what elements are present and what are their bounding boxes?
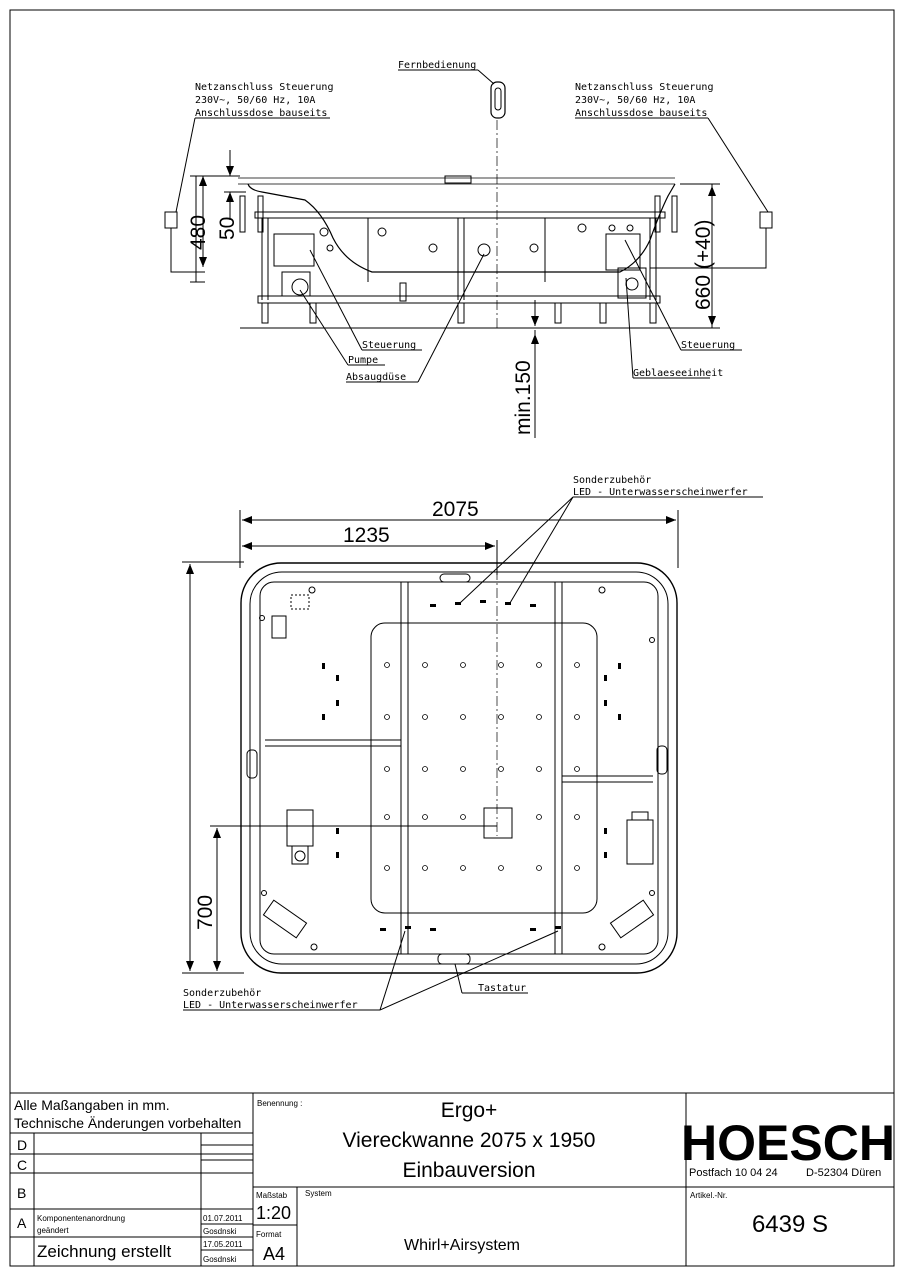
- led-lamp-left: [262, 899, 308, 939]
- dim-min150: min.150: [512, 360, 535, 435]
- dim-700: 700: [194, 895, 217, 930]
- benennung-label: Benennung :: [257, 1099, 302, 1108]
- rev-a: A: [17, 1215, 27, 1231]
- dim-480: 480: [187, 215, 210, 250]
- handle-right: [656, 745, 668, 775]
- led-lamp-right: [609, 899, 655, 939]
- tub-outline: [240, 562, 678, 974]
- drawing-frame: [9, 9, 895, 1267]
- scale-label: Maßstab: [256, 1191, 288, 1200]
- rev-b: B: [17, 1185, 26, 1201]
- pump-icon: [291, 278, 309, 296]
- rev-a-text1: Komponentenanordnung: [37, 1214, 125, 1223]
- air-nozzles: [384, 662, 580, 871]
- control-right-label: Steuerung: [681, 340, 735, 351]
- title-name2: Viereckwanne 2075 x 1950: [343, 1129, 596, 1152]
- pump-plan-icon: [286, 809, 314, 865]
- socket-right-icon: [759, 211, 773, 229]
- accessory-top-line2: LED - Unterwasserscheinwerfer: [573, 487, 748, 498]
- blower-unit-icon: [617, 267, 647, 299]
- created-label: Zeichnung erstellt: [37, 1242, 171, 1261]
- remote-control-icon: [490, 81, 506, 119]
- rev-c: C: [17, 1157, 27, 1173]
- tub-basin: [370, 622, 598, 914]
- top-view: Sonderzubehör LED - Unterwasserscheinwer…: [182, 475, 763, 1011]
- address-city: D-52304 Düren: [806, 1167, 881, 1179]
- electric-symbol-icon: [271, 615, 287, 639]
- note-units: Alle Maßangaben in mm.: [14, 1097, 170, 1113]
- dim-1235: 1235: [343, 524, 390, 547]
- accessory-bottom-line2: LED - Unterwasserscheinwerfer: [183, 1000, 358, 1011]
- whirl-jets: [322, 600, 621, 931]
- created-name: Gosdnski: [203, 1255, 237, 1264]
- scale-value: 1:20: [256, 1203, 291, 1223]
- title-block: Alle Maßangaben in mm. Technische Änderu…: [9, 1092, 895, 1267]
- mains-left-line1: Netzanschluss Steuerung: [195, 82, 333, 93]
- drain-icon: [483, 807, 513, 839]
- mains-right-line2: 230V~, 50/60 Hz, 10A: [575, 95, 695, 106]
- note-changes: Technische Änderungen vorbehalten: [14, 1115, 241, 1131]
- rev-d: D: [17, 1137, 27, 1153]
- title-name3: Einbauversion: [402, 1159, 535, 1182]
- mains-left-line2: 230V~, 50/60 Hz, 10A: [195, 95, 315, 106]
- format-value: A4: [263, 1244, 285, 1264]
- keypad-label: Tastatur: [478, 983, 526, 994]
- keypad-icon: [437, 953, 471, 965]
- headrest-top: [439, 573, 471, 583]
- system-value: Whirl+Airsystem: [404, 1237, 520, 1254]
- format-label: Format: [256, 1230, 282, 1239]
- mains-left-line3: Anschlussdose bauseits: [195, 108, 327, 119]
- control-box-right: [605, 233, 641, 271]
- tub-profile: [247, 183, 676, 273]
- blower-plan-icon: [626, 811, 654, 865]
- rev-a-name: Gosdnski: [203, 1227, 237, 1236]
- electric-box-icon: [290, 594, 310, 610]
- side-view: Fernbedienung Netzanschluss Steuerung 23…: [164, 60, 773, 438]
- dim-660: 660 (+40): [692, 220, 715, 310]
- rev-a-date: 01.07.2011: [203, 1214, 243, 1223]
- mains-right-line1: Netzanschluss Steuerung: [575, 82, 713, 93]
- address-postbox: Postfach 10 04 24: [689, 1167, 778, 1179]
- created-date: 17.05.2011: [203, 1240, 243, 1249]
- article-number: 6439 S: [752, 1211, 828, 1238]
- mains-right-line3: Anschlussdose bauseits: [575, 108, 707, 119]
- article-label: Artikel.-Nr.: [690, 1191, 727, 1200]
- socket-left-icon: [164, 211, 178, 229]
- title-name1: Ergo+: [441, 1099, 498, 1122]
- tub-feet: [261, 282, 657, 324]
- dim-50: 50: [216, 217, 239, 240]
- pump-label: Pumpe: [348, 355, 378, 366]
- handle-left: [246, 749, 258, 779]
- accessory-top-line1: Sonderzubehör: [573, 475, 651, 486]
- rev-a-text2: geändert: [37, 1226, 69, 1235]
- suction-label: Absaugdüse: [346, 372, 406, 383]
- system-label: System: [305, 1189, 332, 1198]
- accessory-bottom-line1: Sonderzubehör: [183, 988, 261, 999]
- remote-label: Fernbedienung: [398, 60, 476, 71]
- control-left-label: Steuerung: [362, 340, 416, 351]
- dim-2075: 2075: [432, 498, 479, 521]
- brand-logo: HOESCH: [681, 1115, 895, 1171]
- control-box-left: [273, 233, 315, 267]
- blower-label: Geblaeseeinheit: [633, 368, 723, 379]
